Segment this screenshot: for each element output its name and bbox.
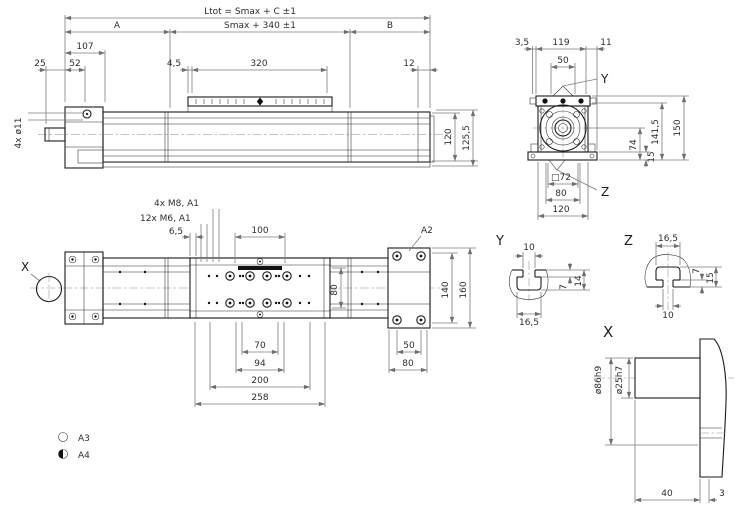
detail-x-title: X (603, 323, 613, 341)
label-m6: 12x M6, A1 (140, 214, 191, 224)
detail-z-title: Z (624, 234, 633, 249)
label-m8: 4x M8, A1 (154, 199, 199, 209)
front-view: Ltot = Smax + C ±1 A Smax + 340 ±1 B 107… (14, 7, 478, 169)
carriage-hole-row-top (207, 271, 311, 281)
dim-320: 320 (250, 59, 267, 69)
dim-12: 12 (403, 59, 414, 69)
dim-80-end: 80 (555, 189, 567, 199)
dim-dia25: ø25h7 (615, 366, 625, 394)
legend: A3 A4 (58, 432, 90, 461)
hole-type-a4-icon (58, 449, 68, 459)
dim-4-5: 4,5 (167, 59, 181, 69)
legend-a3-label: A3 (78, 434, 90, 444)
lube-port-icon (256, 97, 264, 106)
dim-80-carriage: 80 (330, 284, 340, 296)
dim-40: 40 (661, 489, 673, 499)
label-detail-x-ref: X (21, 260, 29, 274)
carriage-hole-row-bottom (207, 298, 311, 308)
dim-y-7: 7 (559, 284, 569, 290)
dim-94: 94 (254, 359, 266, 369)
dim-74: 74 (629, 139, 639, 151)
flange-circles (539, 104, 587, 152)
t-slot-profile-z (644, 254, 692, 288)
y-slot-marker (552, 85, 574, 97)
sensor-bar (238, 266, 282, 270)
dim-200: 200 (251, 376, 268, 386)
motor-end-block (64, 106, 104, 169)
dim-107: 107 (76, 42, 93, 52)
dim-119: 119 (552, 38, 569, 48)
dim-sq72: □72 (551, 173, 571, 183)
detail-y-title: Y (495, 234, 504, 249)
dim-a: A (114, 21, 121, 31)
dim-15-end: 15 (647, 151, 657, 162)
dim-z-7: 7 (692, 268, 702, 274)
base-plate (527, 151, 598, 161)
dim-ltot: Ltot = Smax + C ±1 (204, 7, 296, 17)
end-view: Y (515, 38, 689, 220)
label-detail-y-ref: Y (600, 72, 609, 86)
dim-140: 140 (441, 281, 451, 298)
dim-6-5: 6,5 (169, 227, 183, 237)
dim-160: 160 (459, 281, 469, 298)
dim-150: 150 (673, 119, 683, 136)
carriage-bottom (189, 257, 331, 319)
t-slot-profile-y (508, 269, 549, 300)
dim-120-front: 120 (444, 128, 454, 145)
dim-3: 3 (719, 489, 725, 499)
dim-80-bottom: 80 (402, 359, 414, 369)
dim-z-10: 10 (662, 311, 674, 321)
dim-11: 11 (600, 38, 611, 48)
dim-b: B (387, 21, 393, 31)
label-detail-z-ref: Z (601, 185, 609, 199)
dim-z-16-5: 16,5 (658, 234, 678, 244)
legend-a4-label: A4 (78, 451, 90, 461)
end-block-bottom (387, 247, 431, 329)
carriage-top (187, 96, 333, 112)
dim-smax: Smax + 340 ±1 (224, 21, 296, 31)
dim-125-5: 125,5 (462, 125, 472, 151)
dim-50-end: 50 (557, 56, 569, 66)
dim-141-5: 141,5 (651, 119, 661, 145)
dim-y-10: 10 (523, 243, 535, 253)
dim-3-5: 3,5 (515, 38, 529, 48)
dim-100: 100 (251, 226, 268, 236)
dim-y-14: 14 (574, 275, 584, 287)
z-slot-marker (548, 159, 566, 171)
shaft-journal (634, 357, 701, 399)
detail-y: Y 10 16,5 7 14 (495, 234, 590, 328)
dim-dia86: ø86h9 (594, 366, 604, 395)
body-profile (102, 111, 435, 168)
dim-z-15: 15 (706, 272, 716, 283)
detail-x: X ø86h9 ø25h7 40 3 (594, 323, 734, 503)
dim-120-end: 120 (552, 205, 569, 215)
shaft-end-circle (35, 273, 63, 305)
dim-50-bottom: 50 (403, 341, 415, 351)
dim-70: 70 (254, 341, 266, 351)
hole-type-a3-icon (58, 432, 68, 442)
motor-block-bottom (64, 251, 104, 325)
bolt-hole-icon (82, 109, 92, 119)
label-a2: A2 (421, 226, 433, 236)
flange-plate (699, 338, 727, 478)
label-bolt-holes: 4x ø11 (14, 118, 24, 149)
dim-25: 25 (34, 59, 45, 69)
detail-z: Z 16,5 10 7 15 (624, 234, 722, 321)
dim-y-16-5: 16,5 (519, 318, 539, 328)
bottom-view: X (21, 199, 476, 407)
dim-258: 258 (251, 393, 268, 403)
dim-52: 52 (69, 59, 80, 69)
